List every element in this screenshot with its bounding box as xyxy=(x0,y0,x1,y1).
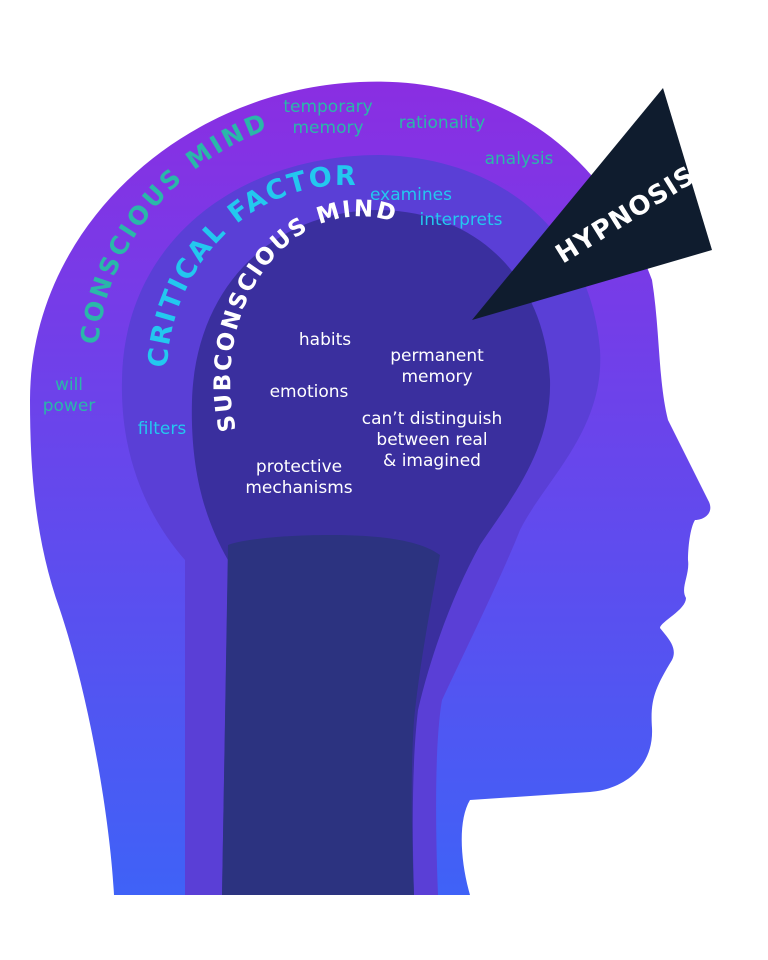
subconscious-item-protective-mechanisms: protective xyxy=(256,457,342,477)
conscious-item-will-power: power xyxy=(43,396,96,416)
conscious-item-analysis: analysis xyxy=(485,149,554,169)
critical-item-filters: filters xyxy=(138,419,187,439)
core-channel xyxy=(222,535,440,895)
subconscious-item-cant-distinguish: can’t distinguish xyxy=(362,409,502,429)
conscious-item-temporary-memory: temporary xyxy=(283,97,372,117)
conscious-item-temporary-memory: memory xyxy=(292,118,363,138)
hypnosis-cone xyxy=(472,88,712,320)
subconscious-item-permanent-memory: permanent xyxy=(390,346,484,366)
subconscious-item-emotions: emotions xyxy=(270,382,349,402)
subconscious-item-permanent-memory: memory xyxy=(401,367,472,387)
subconscious-item-cant-distinguish: & imagined xyxy=(383,451,481,471)
subconscious-item-protective-mechanisms: mechanisms xyxy=(245,478,352,498)
subconscious-item-cant-distinguish: between real xyxy=(376,430,487,450)
conscious-item-rationality: rationality xyxy=(399,113,486,133)
subconscious-item-habits: habits xyxy=(299,330,351,350)
conscious-item-will-power: will xyxy=(55,375,83,395)
critical-item-examines: examines xyxy=(370,185,452,205)
critical-item-interprets: interprets xyxy=(420,210,503,230)
